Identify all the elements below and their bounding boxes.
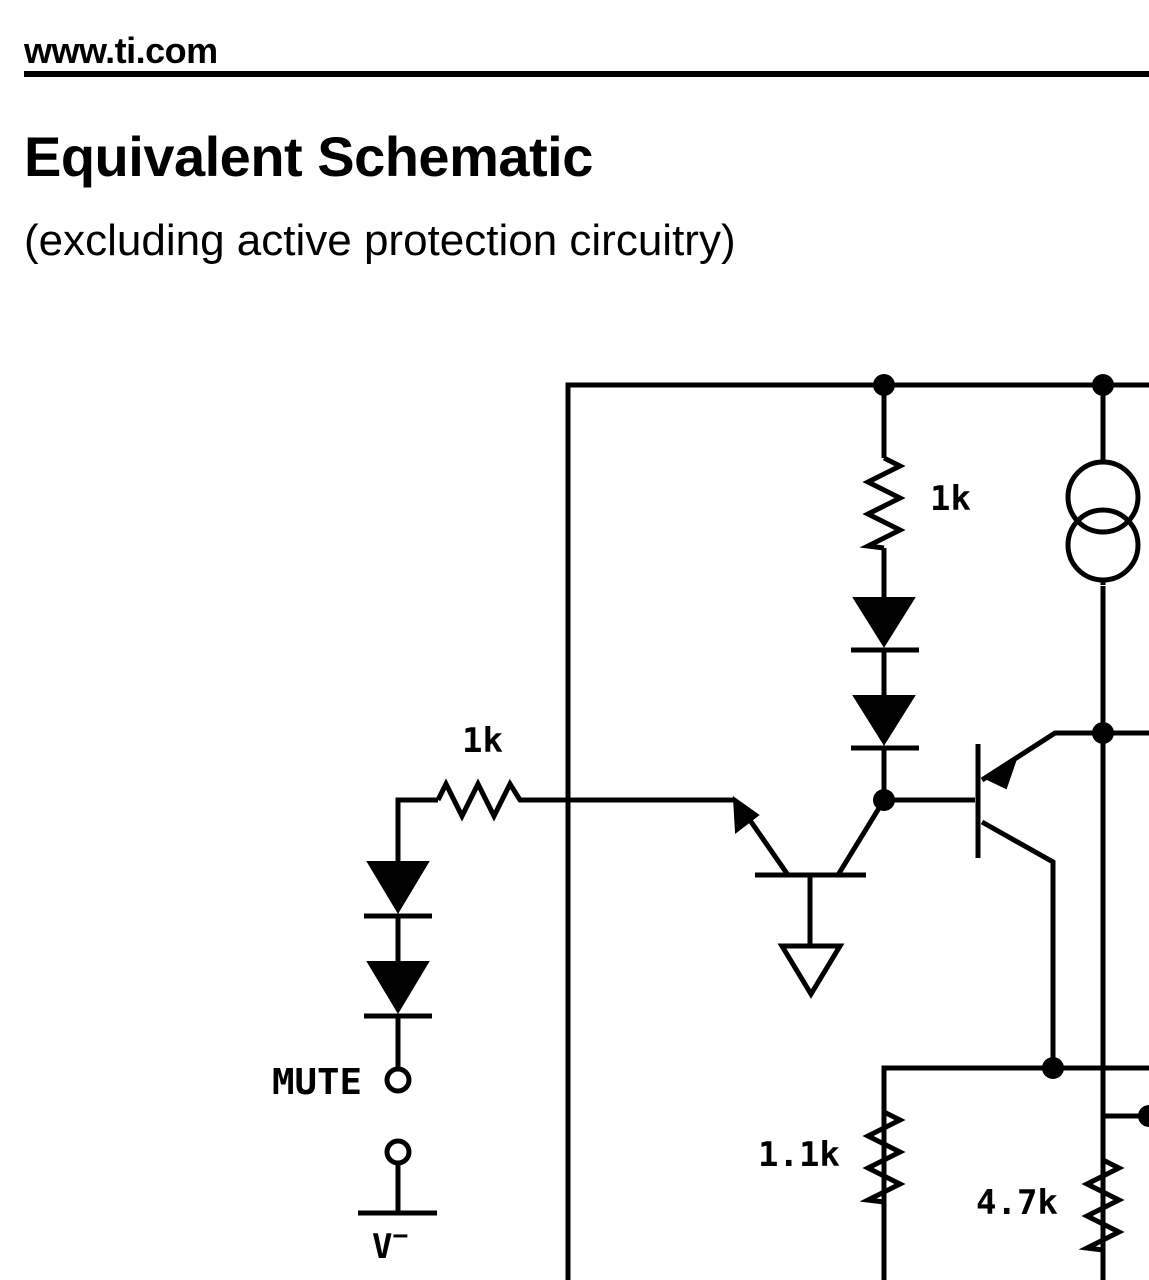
junction-dot: [1092, 374, 1114, 396]
resistor-1k-left: [435, 778, 735, 822]
mute-terminal: [384, 1066, 412, 1094]
label-r-left: 1k: [462, 721, 503, 761]
npn-emitter-arrow: [732, 795, 760, 834]
site-url[interactable]: www.ti.com: [24, 30, 218, 71]
label-r-1-1k: 1.1k: [758, 1135, 840, 1175]
junction-dot: [1092, 722, 1114, 744]
wire-left-input: [395, 797, 438, 862]
top-rail-wire: [565, 382, 1149, 1280]
junction-dot: [1138, 1105, 1149, 1127]
diode-left-2: [366, 961, 430, 1014]
label-r-4-7k: 4.7k: [976, 1183, 1058, 1223]
npn-collector-wire: [835, 798, 887, 877]
label-r-top: 1k: [930, 479, 971, 519]
current-source-circle-b: [1065, 507, 1141, 583]
diode-left-1: [366, 861, 430, 914]
vminus-terminal: [384, 1138, 412, 1166]
resistor-1.1k: [859, 1109, 906, 1205]
resistor-4.7k: [1078, 1157, 1125, 1253]
junction-dot: [1042, 1057, 1064, 1079]
header-rule: [24, 71, 1149, 77]
junction-dot: [873, 789, 895, 811]
current-source-circle-a: [1065, 459, 1141, 535]
resistor-1k-top: [859, 455, 906, 551]
pnp-emitter-arrow: [983, 753, 1019, 790]
label-mute: MUTE: [272, 1062, 362, 1103]
pnp-collector-wire: [980, 819, 1056, 1068]
diode-top-2: [852, 695, 916, 746]
diode-top-1: [852, 597, 916, 648]
label-vminus: V−: [372, 1221, 408, 1267]
section-subtitle: (excluding active protection circuitry): [24, 216, 736, 265]
ground-triangle: [777, 943, 845, 999]
junction-dot: [873, 374, 895, 396]
section-title: Equivalent Schematic: [24, 125, 593, 188]
